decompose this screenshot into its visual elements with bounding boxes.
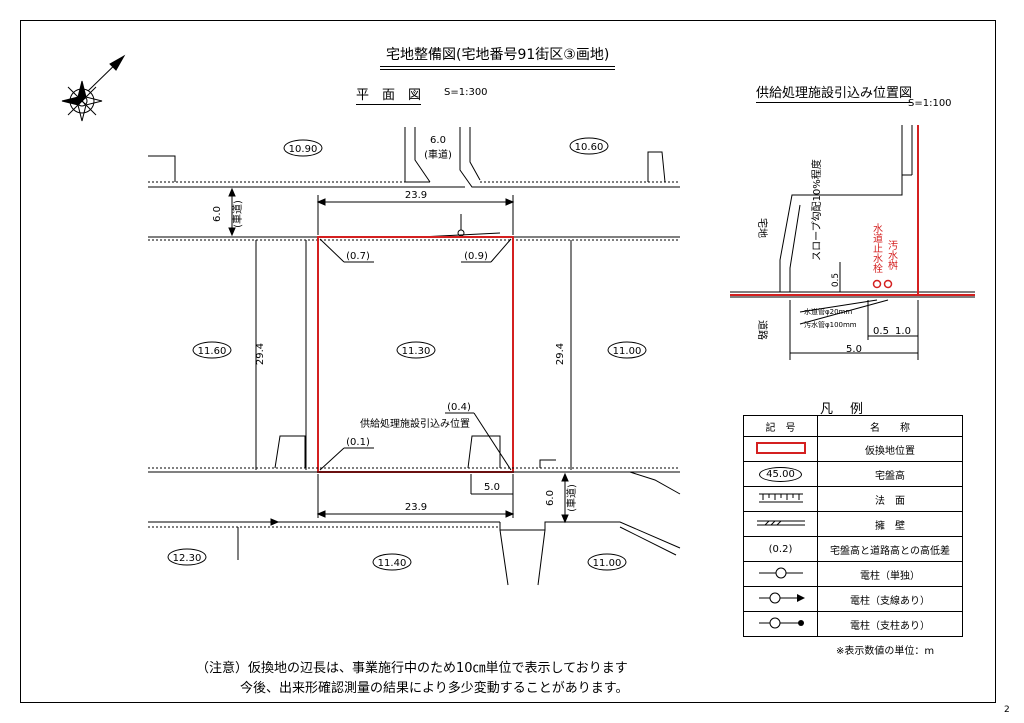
detail-dim-total: 5.0 (846, 344, 862, 355)
detail-view-label: 供給処理施設引込み位置図 (756, 82, 913, 103)
top-road (148, 127, 680, 188)
height-diff-br: (0.4) (447, 402, 471, 413)
lower-road (148, 435, 681, 524)
north-arrow-icon (61, 54, 126, 122)
retaining-wall-icon (756, 520, 805, 525)
legend-row: (0.2) 宅盤高と道路高との高低差 (743, 536, 963, 562)
sewage-pipe-label: 汚水管φ100mm (804, 320, 857, 329)
detail-dim-b: 1.0 (895, 326, 911, 337)
elevation-left: 11.60 (198, 346, 227, 357)
height-diff-tl: (0.7) (346, 251, 370, 262)
road-type-left: (車道) (231, 200, 244, 228)
sewage-box-icon (883, 279, 893, 289)
supply-position-note: 供給処理施設引込み位置 (360, 417, 470, 430)
elevation-bottom-mid: 11.40 (378, 558, 407, 569)
top-width-dim: 23.9 (405, 190, 427, 201)
road-type-right: (車道) (565, 484, 578, 512)
legend-col-name: 名 称 (817, 415, 963, 437)
elevation-bottom-left: 12.30 (173, 553, 202, 564)
road-type-top: (車道) (424, 148, 452, 161)
page-number: 2 (1004, 705, 1010, 715)
slope-icon (758, 493, 803, 502)
utility-pole-guy-icon (758, 592, 805, 603)
drawing-title: 宅地整備図(宅地番号91街区③画地) (380, 44, 616, 70)
legend-title: 凡 例 (820, 402, 866, 417)
height-diff-bl: (0.1) (346, 437, 370, 448)
detail-dim-a: 0.5 (873, 326, 889, 337)
unit-note: ※表示数値の単位：m (836, 646, 935, 657)
bottom-road (148, 518, 681, 586)
legend-row: 電柱（単独） (743, 561, 963, 587)
lot-side-lines (255, 195, 572, 470)
right-height-dim: 29.4 (555, 343, 566, 365)
plan-view-label: 平 面 図 (356, 84, 422, 105)
plan-scale: S=1:300 (444, 87, 488, 98)
legend-name: 宅盤高と道路高との高低差 (817, 536, 963, 562)
elevation-top-left: 10.90 (289, 144, 318, 155)
sewage-box-label: 汚水桝 (886, 239, 898, 271)
note-line-2: 今後、出来形確認測量の結果により多少変動することがあります。 (240, 681, 629, 696)
elevation-top-right: 10.60 (575, 142, 604, 153)
legend-row: 45.00 宅盤高 (743, 461, 963, 487)
elevation-right: 11.00 (613, 346, 642, 357)
drawing-frame (20, 20, 996, 703)
legend-name: 電柱（支線あり） (817, 586, 963, 612)
lot-corner-leaders (319, 238, 512, 471)
lot-position-icon (755, 441, 806, 454)
legend-row: 法 面 (743, 486, 963, 512)
height-diff-icon: (0.2) (743, 536, 818, 562)
elevation-lot: 11.30 (402, 346, 431, 357)
legend-name: 擁 壁 (817, 511, 963, 537)
road-width-right: 6.0 (545, 490, 556, 506)
road-width-left: 6.0 (212, 206, 223, 222)
legend-name: 法 面 (817, 486, 963, 512)
legend-name: 宅盤高 (817, 461, 963, 487)
detail-road-label: 道路 (756, 320, 769, 340)
detail-lot-label: 宅地 (756, 218, 769, 238)
water-valve-label: 水道止水栓 (871, 223, 883, 274)
utility-pole-icon (758, 567, 803, 578)
legend-row: 擁 壁 (743, 511, 963, 537)
legend-name: 電柱（単独） (817, 561, 963, 587)
height-diff-tr: (0.9) (464, 251, 488, 262)
offset-dim: 5.0 (484, 482, 500, 493)
lot-elevation-icon: 45.00 (759, 466, 802, 482)
legend-table: 記 号 名 称 仮換地位置 45.00 宅盤高 法 面 擁 壁 (0.2) 宅盤… (743, 415, 963, 637)
bottom-width-dim: 23.9 (405, 502, 427, 513)
legend-row: 電柱（支線あり） (743, 586, 963, 612)
note-line-1: （注意）仮換地の辺長は、事業施行中のため10㎝単位で表示しております (196, 661, 628, 676)
legend-name: 電柱（支柱あり） (817, 611, 963, 637)
legend-name: 仮換地位置 (817, 436, 963, 462)
left-height-dim: 29.4 (255, 343, 266, 365)
legend-row: 仮換地位置 (743, 436, 963, 462)
detail-drawing (730, 125, 975, 360)
legend-col-symbol: 記 号 (743, 415, 818, 437)
slope-label: スロープ勾配10%程度 (810, 159, 823, 261)
detail-scale: S=1:100 (908, 98, 952, 109)
legend-row: 電柱（支柱あり） (743, 611, 963, 637)
utility-pole-brace-icon (758, 617, 804, 628)
water-valve-icon (872, 279, 882, 289)
road-width-top: 6.0 (430, 135, 446, 146)
water-pipe-label: 水道管φ20mm (804, 307, 852, 316)
elevation-bottom-right: 11.00 (593, 558, 622, 569)
detail-depth-dim: 0.5 (831, 273, 841, 287)
